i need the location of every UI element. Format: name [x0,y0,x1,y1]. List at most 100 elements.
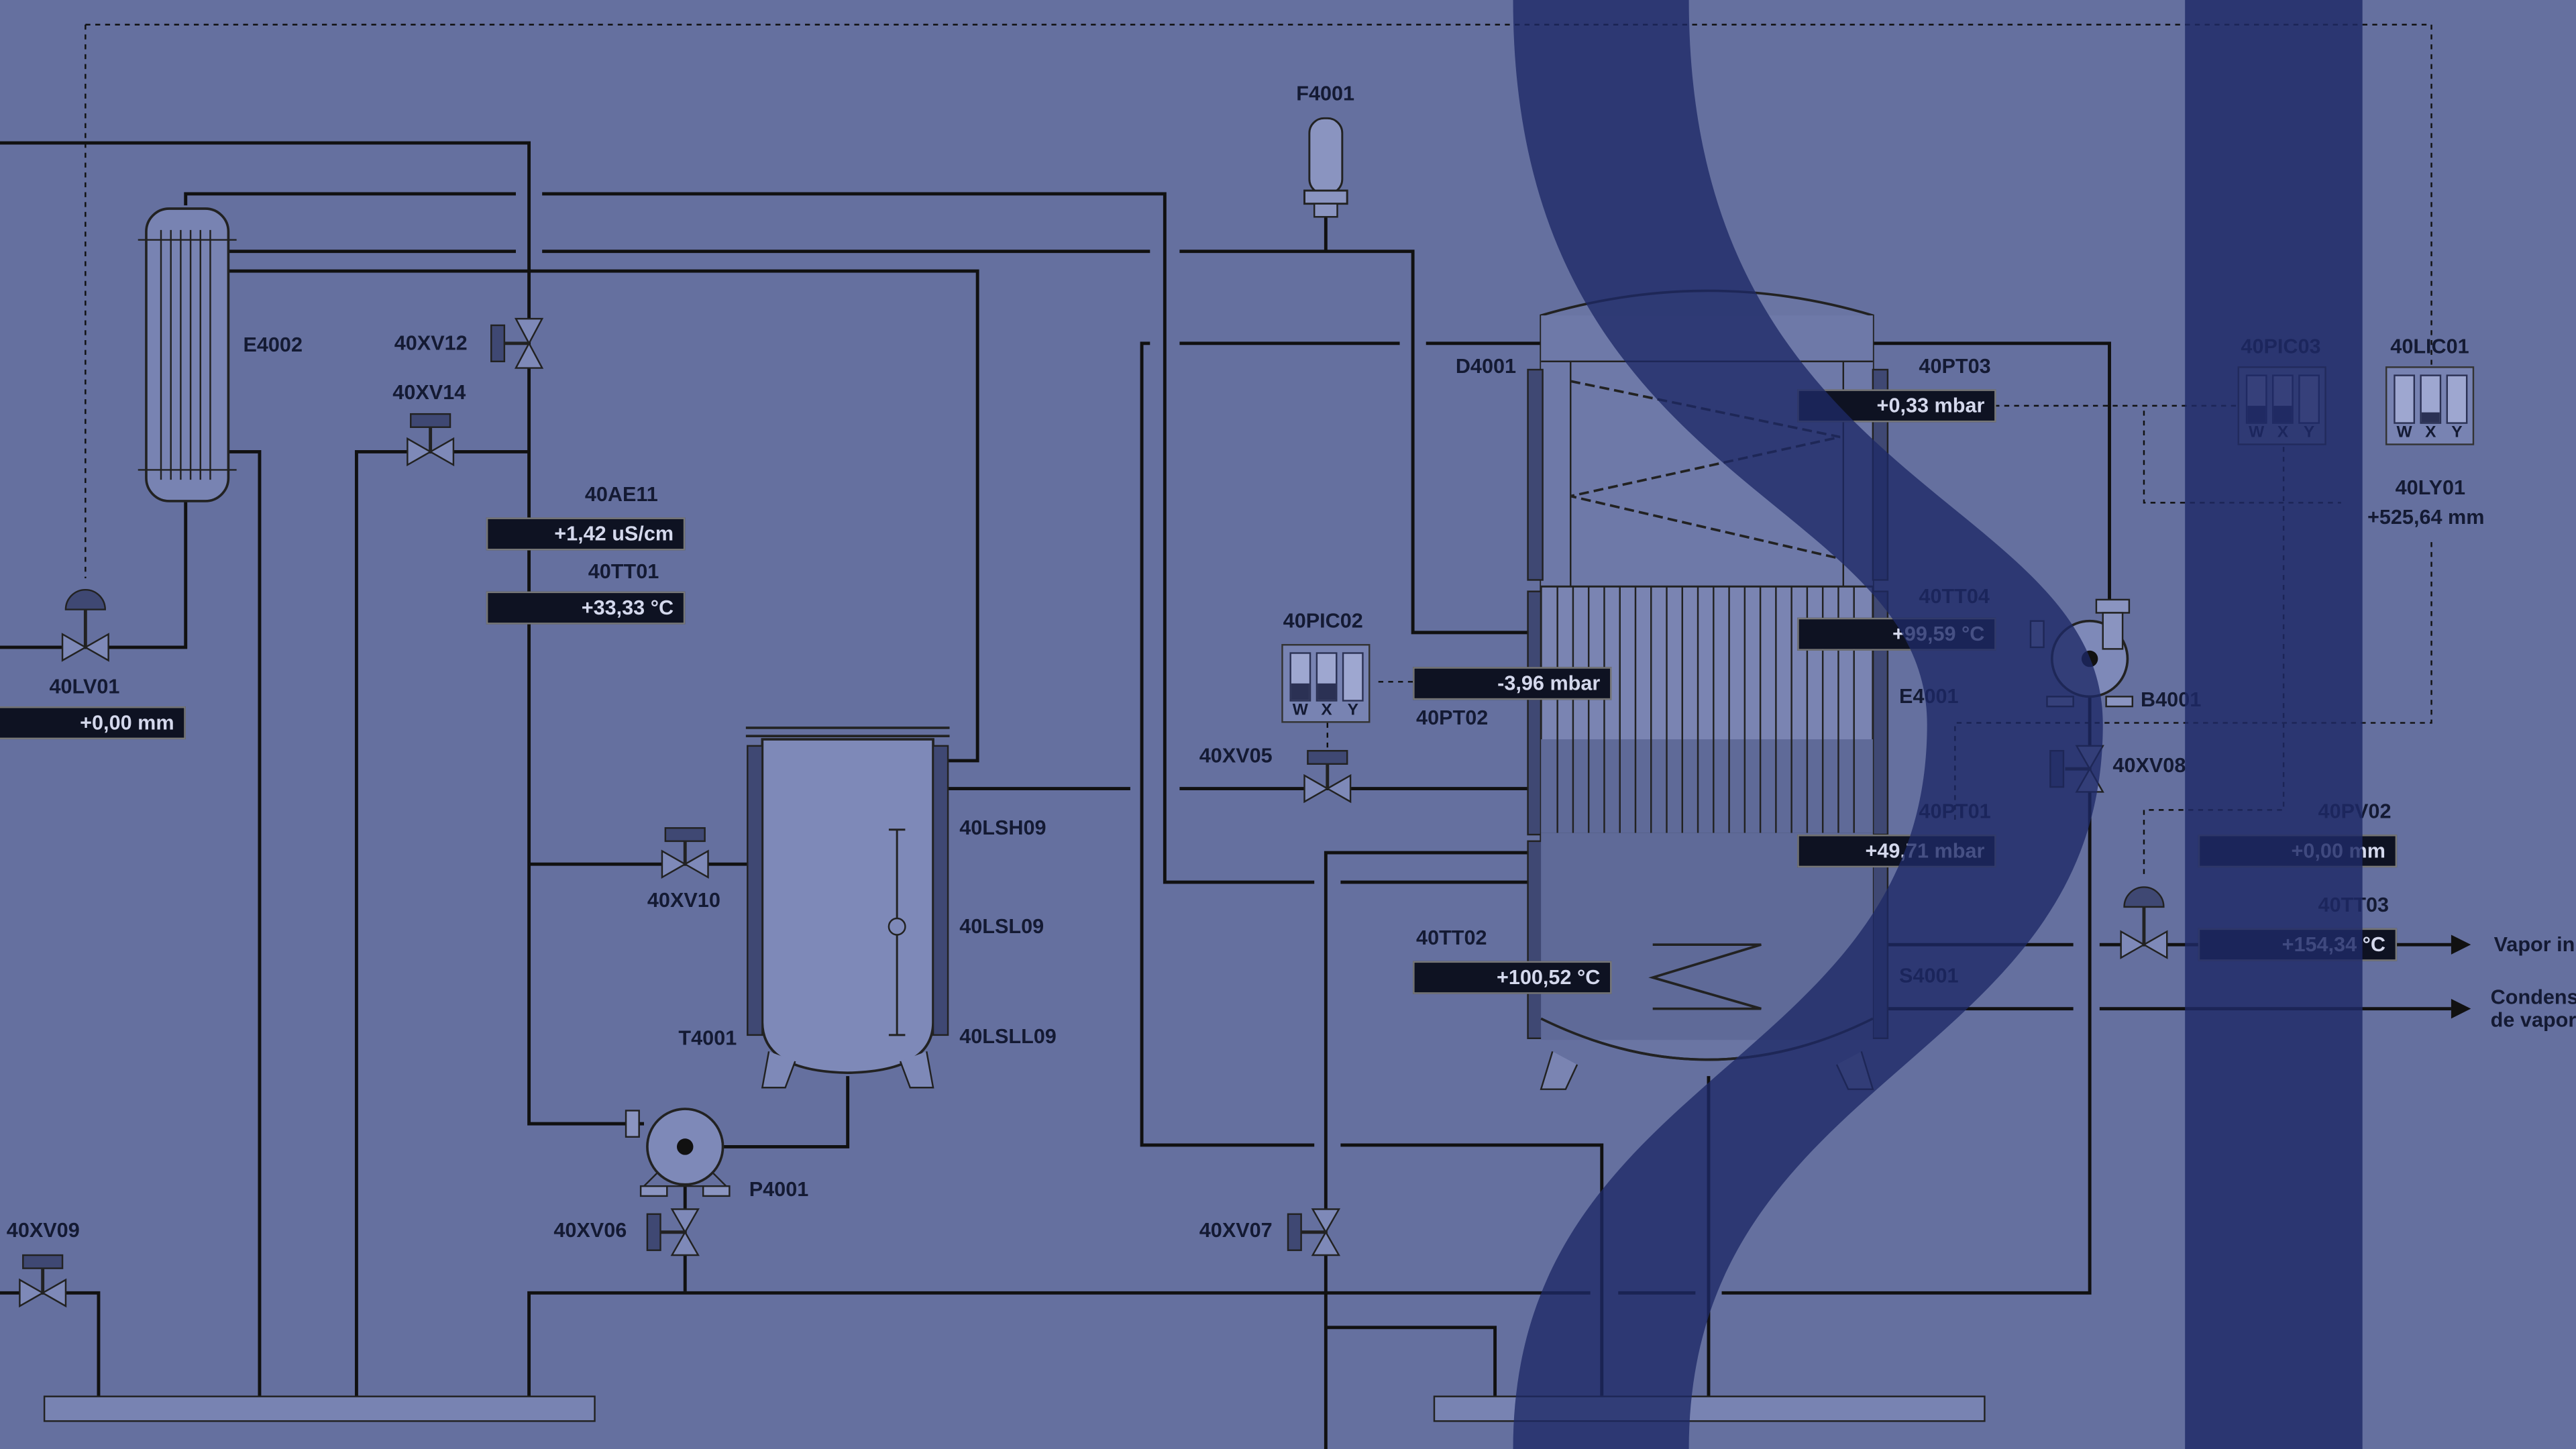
pipe [226,250,1528,635]
tt03-value[interactable]: +154,34 °C [2198,928,2398,961]
tt02-tag: 40TT02 [1416,926,1487,950]
pic02-x-fill [1318,684,1336,700]
b4001-label: B4001 [2141,688,2202,712]
arrow-out [2451,998,2471,1019]
valve-40lv01-label: 40LV01 [49,675,120,698]
pic03-y-bar [2298,374,2320,424]
tank-t4001 [745,727,950,1089]
pic02-y-letter: Y [1347,701,1358,720]
pv02-tag: 40PV02 [2318,800,2392,823]
pipe [226,269,979,763]
tt02-value[interactable]: +100,52 °C [1413,961,1612,994]
lsh09-tag: 40LSH09 [959,816,1046,840]
lic01-w-bar [2394,374,2416,424]
lsl09-tag: 40LSL09 [959,915,1044,938]
pic02-x-letter: X [1321,701,1332,720]
pt01-tag: 40PT01 [1919,800,1991,823]
pic03-w-fill [2247,406,2266,423]
valve-40xv06-label: 40XV06 [553,1219,627,1242]
pic03-faceplate[interactable]: W X Y [2237,366,2326,445]
header-pipe [1433,1395,1986,1422]
valve-40xv09-symbol [19,1254,67,1308]
valve-40xv07-label: 40XV07 [1199,1219,1273,1242]
pic02-tag: 40PIC02 [1283,609,1363,633]
pic02-faceplate[interactable]: W X Y [1281,644,1371,723]
ae11-value[interactable]: +1,42 uS/cm [486,517,686,551]
pipe [685,1076,850,1148]
pic03-tag: 40PIC03 [2241,335,2321,358]
f4001-label: F4001 [1296,82,1355,105]
valve-40xv10-label: 40XV10 [647,888,720,912]
pic02-w-fill [1291,684,1309,700]
pipe [354,450,529,1397]
pic03-w-letter: W [2249,423,2265,442]
lic01-y-letter: Y [2451,423,2463,442]
pipe [184,192,1528,884]
signal-line [2143,411,2341,504]
pump-p4001-symbol [625,1108,731,1197]
valve-40xv07-symbol [1287,1208,1341,1256]
ae11-tag: 40AE11 [584,483,658,506]
valve-40xv06-symbol [646,1208,700,1256]
pic03-x-fill [2273,406,2292,423]
valve-40lv01-symbol [61,589,109,662]
arrow-in [2451,934,2471,955]
pic03-w-bar [2245,374,2267,424]
pipe [0,141,645,1126]
signal-line [2143,447,2285,874]
valve-40xv14-label: 40XV14 [392,381,466,405]
valve-40pv02-symbol [2120,886,2168,959]
pt01-value[interactable]: +49,71 mbar [1797,835,1996,868]
filter-f4001 [1303,117,1348,218]
lic01-x-bar [2420,374,2442,424]
pic03-x-letter: X [2277,423,2289,442]
signal-line [85,23,2432,394]
lic01-tag: 40LIC01 [2390,335,2469,358]
pic02-w-letter: W [1292,701,1308,720]
pic03-y-letter: Y [2303,423,2315,442]
valve-40xv12-label: 40XV12 [394,331,468,355]
valve-40xv12-symbol [490,317,544,369]
t4001-label: T4001 [678,1026,737,1050]
lic01-x-fill [2421,413,2440,423]
valve-40xv14-symbol [407,413,455,467]
lic01-x-letter: X [2425,423,2436,442]
lic01-faceplate[interactable]: W X Y [2385,366,2475,445]
valve-40xv05-symbol [1303,749,1352,804]
valve-40xv10-symbol [661,827,709,879]
pump-b4001-symbol [2029,598,2134,708]
ly01-tag: 40LY01 [2395,476,2466,500]
e4002-label: E4002 [243,333,303,357]
signal-line [1954,542,2432,822]
tt04-value[interactable]: +99,59 °C [1797,617,1996,651]
heat-exchanger-e4002 [138,207,237,502]
pv02-value[interactable]: +0,00 mm [2198,835,2398,868]
tt01-value[interactable]: +33,33 °C [486,591,686,625]
pt03-value[interactable]: +0,33 mbar [1797,389,1996,423]
pic02-x-bar [1316,652,1338,702]
pipe [0,500,188,649]
pipe [0,1291,101,1397]
e4001-label: E4001 [1899,685,1959,708]
s4001-label: S4001 [1899,964,1959,987]
header-pipe [43,1395,596,1422]
pt02-tag: 40PT02 [1416,706,1489,730]
pic02-y-bar [1342,652,1364,702]
pt03-tag: 40PT03 [1919,354,1991,378]
valve-40xv08-symbol [2049,745,2104,793]
tt03-tag: 40TT03 [2318,894,2390,917]
lsll09-tag: 40LSLL09 [959,1025,1057,1049]
lic01-w-letter: W [2396,423,2412,442]
d4001-label: D4001 [1455,354,1517,378]
pt02-value[interactable]: -3,96 mbar [1413,667,1612,700]
valve-40xv05-label: 40XV05 [1199,744,1273,767]
valve-40xv09-label: 40XV09 [6,1219,80,1242]
lv01-level-value[interactable]: +0,00 mm [0,706,186,740]
tt01-tag: 40TT01 [588,560,659,584]
condensate-out-label: Condens de vapor [2490,985,2576,1032]
p4001-label: P4001 [749,1177,809,1201]
lic01-y-bar [2446,374,2468,424]
